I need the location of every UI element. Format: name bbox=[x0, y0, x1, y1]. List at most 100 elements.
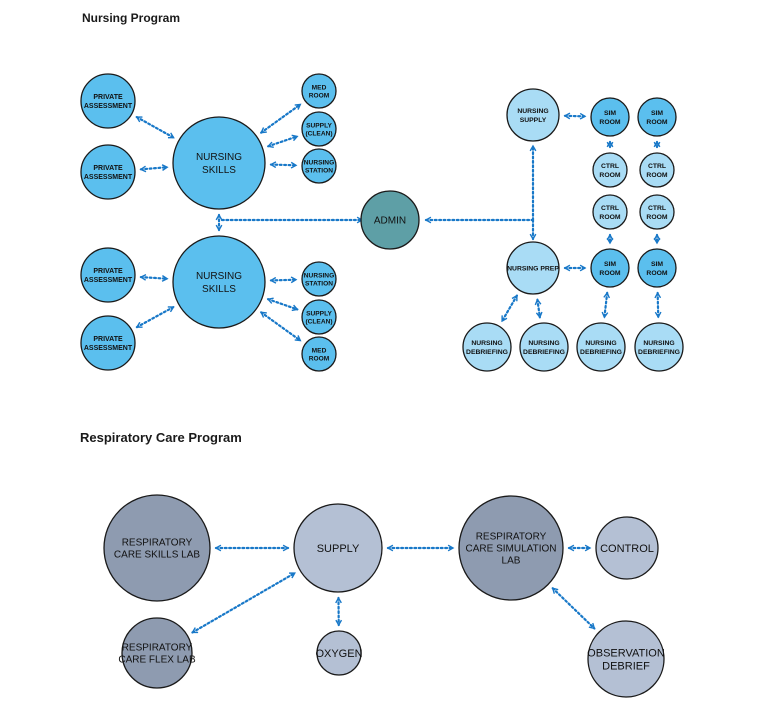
connector-pa3-ns2 bbox=[141, 277, 167, 279]
connectors bbox=[137, 103, 658, 634]
connector-rcflex-supply bbox=[192, 571, 294, 634]
node-sim2-circle bbox=[637, 97, 677, 137]
connector-pa1-ns1 bbox=[137, 115, 174, 139]
node-rcsim-circle bbox=[458, 495, 564, 601]
connector-nsup-sim1 bbox=[565, 116, 585, 117]
node-sup2-circle bbox=[301, 299, 337, 335]
connector-pa2-ns1 bbox=[141, 167, 167, 169]
node-sup1: SUPPLY(CLEAN) bbox=[301, 111, 337, 147]
node-sup1-label: SUPPLY(CLEAN) bbox=[305, 122, 332, 137]
connector-ns1-sup1 bbox=[268, 136, 297, 146]
connector-ns2-sta2 bbox=[271, 280, 296, 281]
connector-ns2-sup2 bbox=[268, 299, 297, 309]
node-nprep: NURSING PREP bbox=[506, 241, 560, 295]
node-sup2: SUPPLY(CLEAN) bbox=[301, 299, 337, 335]
node-supply-label: SUPPLY bbox=[317, 543, 360, 555]
connector-rcsim-obs bbox=[551, 587, 596, 630]
node-sim3-circle bbox=[590, 248, 630, 288]
node-rcsl-circle bbox=[103, 494, 211, 602]
node-ctrl2-circle bbox=[639, 152, 675, 188]
node-nprep-label: NURSING PREP bbox=[507, 265, 559, 272]
connector-nprep-deb2 bbox=[537, 300, 539, 318]
node-oxygen-circle bbox=[316, 630, 362, 676]
node-admin-label: ADMIN bbox=[374, 216, 406, 227]
node-sta2-circle bbox=[301, 261, 337, 297]
node-admin: ADMIN bbox=[360, 190, 420, 250]
node-supply: SUPPLY bbox=[293, 503, 383, 593]
node-oxygen-label: OXYGEN bbox=[315, 648, 362, 660]
connector-ns1-sta1 bbox=[271, 165, 296, 166]
node-sim4-circle bbox=[637, 248, 677, 288]
node-sup2-label: SUPPLY(CLEAN) bbox=[305, 310, 332, 325]
node-oxygen: OXYGEN bbox=[315, 630, 363, 676]
node-sup1-circle bbox=[301, 111, 337, 147]
node-pa1-circle bbox=[80, 73, 136, 129]
node-ctrl4-circle bbox=[639, 194, 675, 230]
node-pa4-circle bbox=[80, 315, 136, 371]
node-deb4-circle bbox=[634, 322, 684, 372]
node-control-label: CONTROL bbox=[600, 543, 654, 555]
node-rcflex-circle bbox=[121, 617, 193, 689]
connector-ns2-med2 bbox=[261, 311, 300, 342]
node-deb1-circle bbox=[462, 322, 512, 372]
node-admin-circle bbox=[360, 190, 420, 250]
node-obs-circle bbox=[587, 620, 665, 698]
node-med2-circle bbox=[301, 336, 337, 372]
node-sim1-circle bbox=[590, 97, 630, 137]
node-control-circle bbox=[595, 516, 659, 580]
node-ns1-circle bbox=[172, 116, 266, 210]
node-control: CONTROL bbox=[595, 516, 659, 580]
node-deb2-circle bbox=[519, 322, 569, 372]
node-pa3-circle bbox=[80, 247, 136, 303]
connector-pa4-ns2 bbox=[137, 305, 174, 329]
node-nsup-circle bbox=[506, 88, 560, 142]
node-med1-circle bbox=[301, 73, 337, 109]
